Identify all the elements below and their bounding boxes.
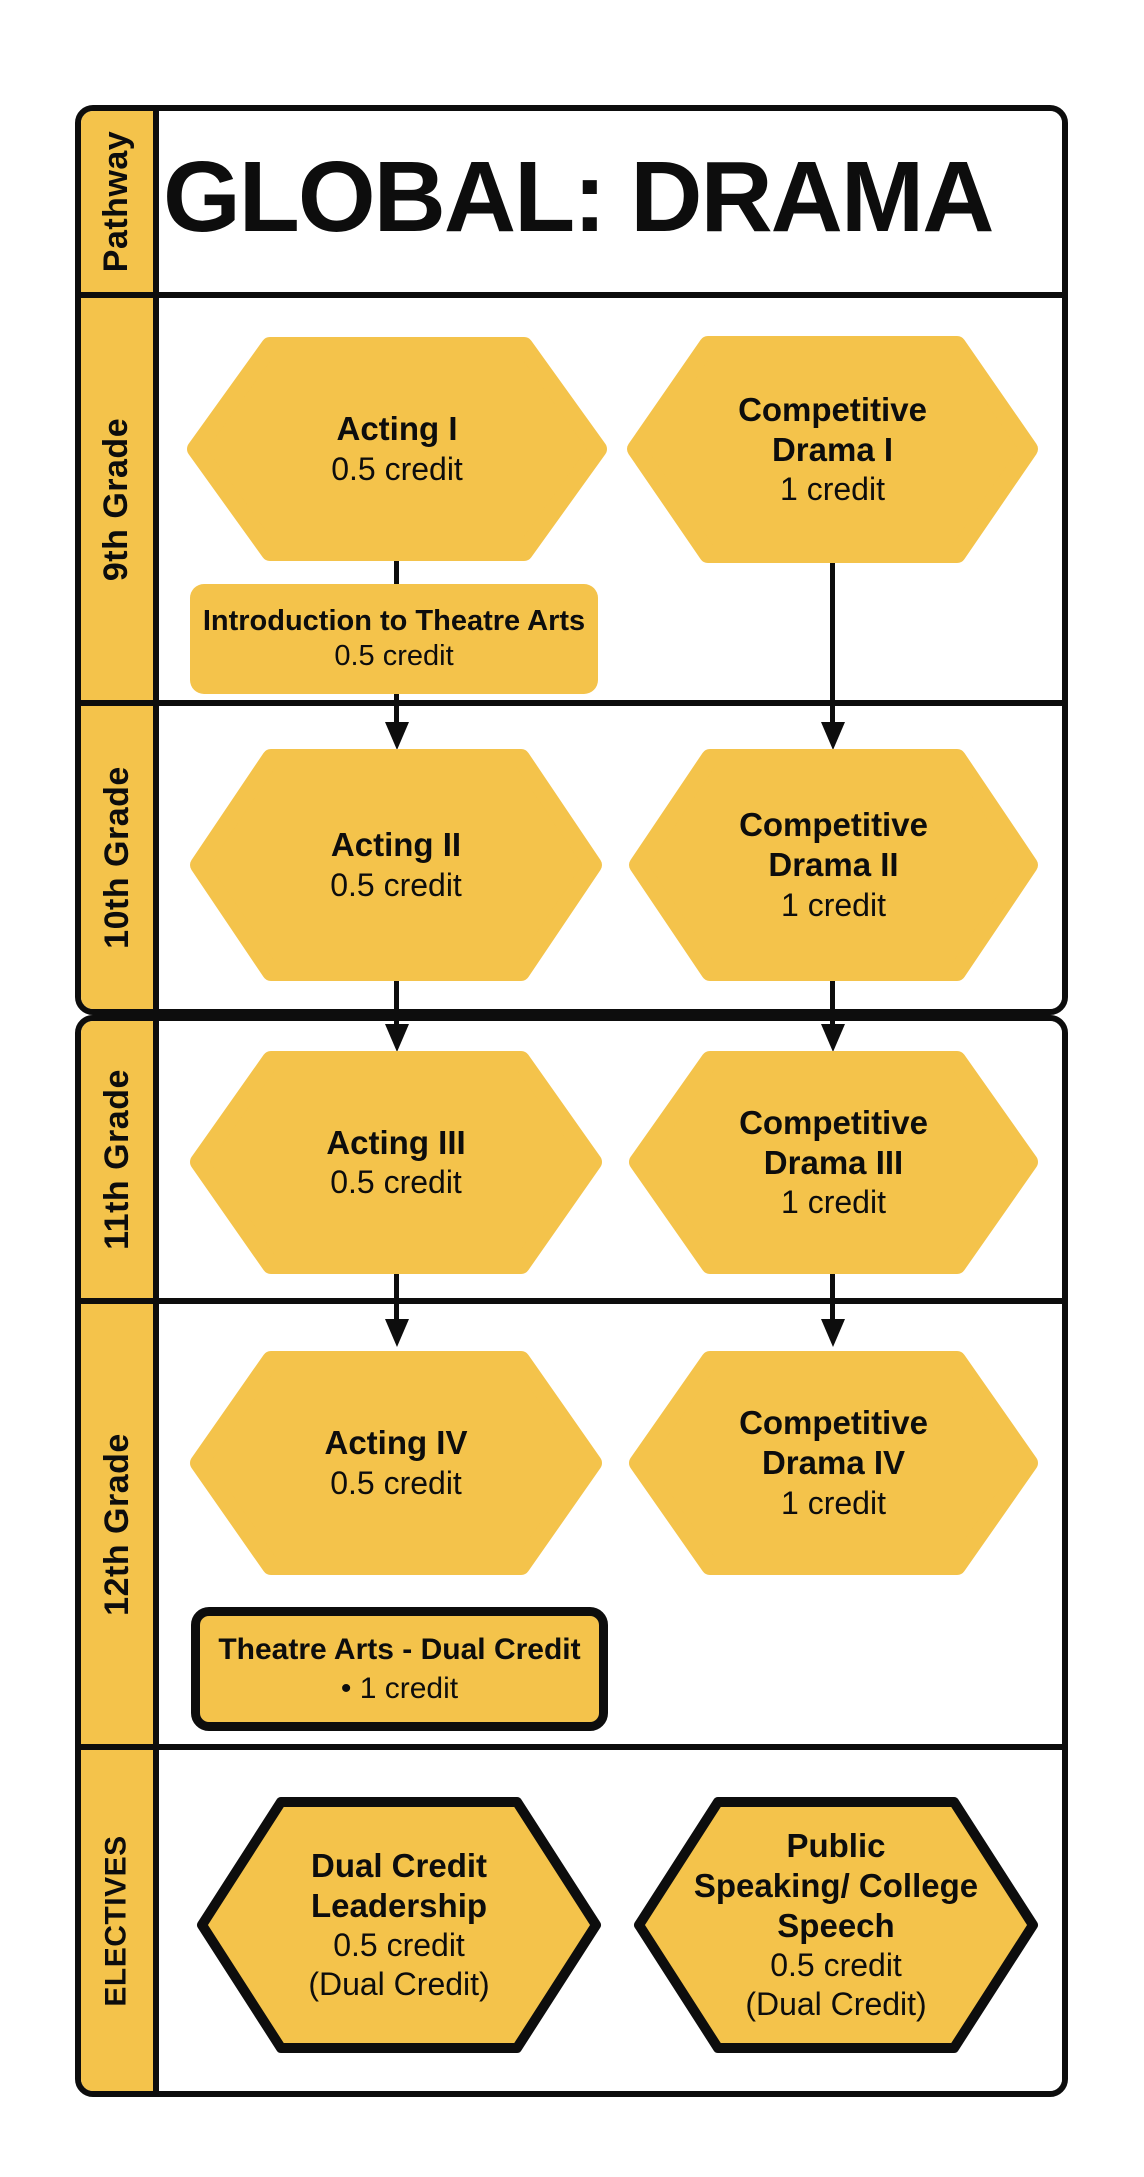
connector-acting2-3 xyxy=(394,980,399,1025)
hexagon-shape xyxy=(190,1351,602,1575)
course-name: Acting III xyxy=(326,1123,466,1161)
course-name: Acting I xyxy=(336,410,458,448)
hexagon-shape xyxy=(629,1351,1038,1575)
course-name: Competitive Drama II xyxy=(739,806,928,884)
course-text: Theatre Arts - Dual Credit • 1 credit xyxy=(215,1630,585,1708)
row-header-pathway: Pathway xyxy=(81,111,159,292)
arrowhead-down-icon xyxy=(385,722,409,750)
course-name: Dual Credit Leadership xyxy=(310,1846,488,1924)
course-text: Competitive Drama I 1 credit xyxy=(628,337,1037,562)
course-hex-public-speaking-college-speech[interactable]: Public Speaking/ College Speech 0.5 cred… xyxy=(632,1795,1040,2055)
course-text: Public Speaking/ College Speech 0.5 cred… xyxy=(632,1795,1040,2055)
course-hex-acting-1[interactable]: Acting I 0.5 credit xyxy=(187,337,607,561)
course-name: Introduction to Theatre Arts xyxy=(202,604,586,637)
course-credit: 0.5 credit xyxy=(333,1927,465,1964)
course-name: Acting IV xyxy=(324,1424,468,1462)
course-name: Competitive Drama I xyxy=(738,390,927,468)
connector-compdrama2-3 xyxy=(830,980,835,1025)
course-note: (Dual Credit) xyxy=(745,1986,927,2023)
course-text: Competitive Drama II 1 credit xyxy=(630,750,1037,980)
course-box-intro-theatre-arts[interactable]: Introduction to Theatre Arts 0.5 credit xyxy=(190,584,598,694)
row-header-grade11: 11th Grade xyxy=(81,1021,159,1298)
course-box-theatre-arts-dual-credit[interactable]: Theatre Arts - Dual Credit • 1 credit xyxy=(191,1607,608,1731)
connector-intro-acting2 xyxy=(394,693,399,723)
course-credit: 0.5 credit xyxy=(330,1464,462,1501)
course-text: Dual Credit Leadership 0.5 credit (Dual … xyxy=(195,1795,603,2055)
course-text: Competitive Drama IV 1 credit xyxy=(630,1352,1037,1574)
course-hex-acting-3[interactable]: Acting III 0.5 credit xyxy=(190,1051,602,1274)
arrowhead-down-icon xyxy=(385,1024,409,1052)
course-text: Acting I 0.5 credit xyxy=(188,338,606,560)
title-cell: GLOBAL: DRAMA xyxy=(159,111,1062,292)
row-pathway: Pathway GLOBAL: DRAMA xyxy=(81,111,1062,298)
course-hex-dual-credit-leadership[interactable]: Dual Credit Leadership 0.5 credit (Dual … xyxy=(195,1795,603,2055)
course-name: Competitive Drama IV xyxy=(739,1404,928,1482)
hexagon-shape xyxy=(634,1797,1038,2053)
course-credit: 0.5 credit xyxy=(334,640,454,672)
course-credit: 0.5 credit xyxy=(330,866,462,903)
course-credit: 1 credit xyxy=(781,886,886,923)
hexagon-shape xyxy=(190,749,602,981)
row-header-grade12: 12th Grade xyxy=(81,1304,159,1744)
hexagon-shape xyxy=(197,1797,601,2053)
course-note: (Dual Credit) xyxy=(308,1966,490,2003)
course-text: Acting II 0.5 credit xyxy=(191,750,601,980)
row-header-grade10: 10th Grade xyxy=(81,706,159,1009)
hexagon-shape xyxy=(627,336,1038,563)
course-hex-competitive-drama-1[interactable]: Competitive Drama I 1 credit xyxy=(627,336,1038,563)
course-name: Competitive Drama III xyxy=(739,1103,928,1181)
course-text: Competitive Drama III 1 credit xyxy=(630,1052,1037,1273)
hexagon-shape xyxy=(629,1051,1038,1274)
course-credit: 0.5 credit xyxy=(330,1164,462,1201)
connector-acting3-4 xyxy=(394,1273,399,1321)
course-name: Theatre Arts - Dual Credit xyxy=(218,1633,581,1666)
course-hex-competitive-drama-4[interactable]: Competitive Drama IV 1 credit xyxy=(629,1351,1038,1575)
connector-acting1-intro xyxy=(394,558,399,586)
hexagon-shape xyxy=(187,337,607,561)
course-credit: 0.5 credit xyxy=(331,450,463,487)
course-credit: 0.5 credit xyxy=(770,1947,902,1984)
course-text: Acting III 0.5 credit xyxy=(191,1052,601,1273)
course-credit: 1 credit xyxy=(780,471,885,508)
course-hex-acting-4[interactable]: Acting IV 0.5 credit xyxy=(190,1351,602,1575)
course-credit: 1 credit xyxy=(781,1184,886,1221)
row-header-electives: ELECTIVES xyxy=(81,1750,159,2091)
page-title: GLOBAL: DRAMA xyxy=(163,140,994,253)
row-header-grade9: 9th Grade xyxy=(81,298,159,700)
course-credit: • 1 credit xyxy=(340,1672,459,1705)
course-name: Acting II xyxy=(330,826,462,864)
hexagon-shape xyxy=(629,749,1038,981)
connector-compdrama3-4 xyxy=(830,1273,835,1321)
course-name: Public Speaking/ College Speech xyxy=(693,1826,979,1945)
course-hex-competitive-drama-2[interactable]: Competitive Drama II 1 credit xyxy=(629,749,1038,981)
connector-compdrama1-2 xyxy=(830,560,835,723)
hexagon-shape xyxy=(190,1051,602,1274)
course-text: Acting IV 0.5 credit xyxy=(191,1352,601,1574)
arrowhead-down-icon xyxy=(821,1024,845,1052)
course-hex-acting-2[interactable]: Acting II 0.5 credit xyxy=(190,749,602,981)
arrowhead-down-icon xyxy=(821,722,845,750)
arrowhead-down-icon xyxy=(385,1319,409,1347)
course-hex-competitive-drama-3[interactable]: Competitive Drama III 1 credit xyxy=(629,1051,1038,1274)
course-credit: 1 credit xyxy=(781,1484,886,1521)
arrowhead-down-icon xyxy=(821,1319,845,1347)
